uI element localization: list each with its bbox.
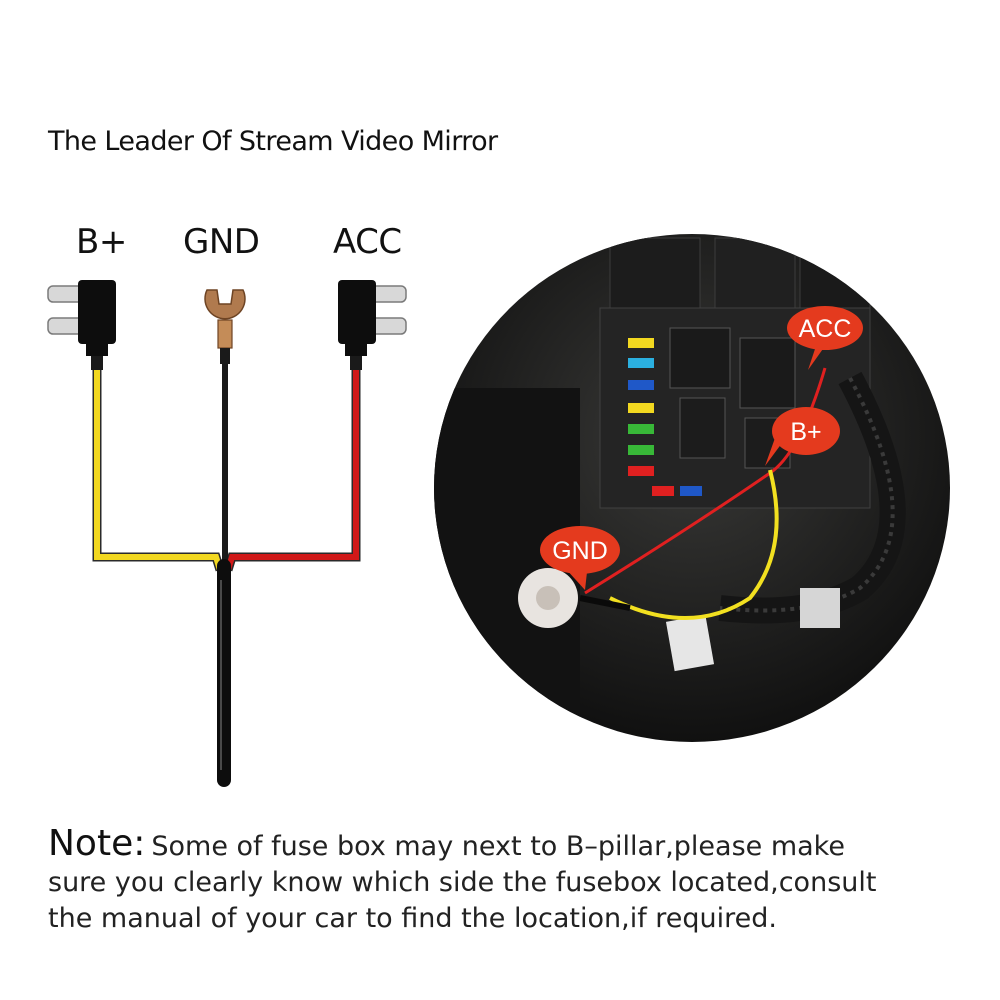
acc-callout: ACC [787, 306, 863, 370]
installation-note: Note:Some of fuse box may next to B–pill… [48, 826, 948, 937]
acc-label: ACC [333, 222, 402, 262]
bplus-callout: B+ [765, 407, 840, 466]
bplus-callout-text: B+ [790, 418, 821, 446]
note-line-3: the manual of your car to find the locat… [48, 903, 777, 934]
note-heading: Note: [48, 823, 146, 864]
wiring-harness-diagram [47, 280, 407, 787]
acc-callout-text: ACC [799, 315, 852, 343]
bplus-wire [92, 370, 225, 572]
bplus-fuse-tap-icon [47, 280, 116, 370]
gnd-callout-text: GND [552, 537, 608, 565]
page-title: The Leader Of Stream Video Mirror [48, 126, 498, 157]
note-line-1: Some of fuse box may next to B–pillar,pl… [151, 831, 845, 862]
note-line-2: sure you clearly know which side the fus… [48, 867, 877, 898]
acc-wire [223, 370, 361, 572]
gnd-ring-terminal-icon [204, 289, 246, 364]
gnd-label: GND [183, 222, 260, 262]
fusebox-photo: ACC B+ GND [434, 234, 950, 742]
bplus-label: B+ [76, 222, 127, 262]
gnd-callout: GND [540, 526, 620, 590]
acc-fuse-tap-icon [338, 280, 407, 370]
